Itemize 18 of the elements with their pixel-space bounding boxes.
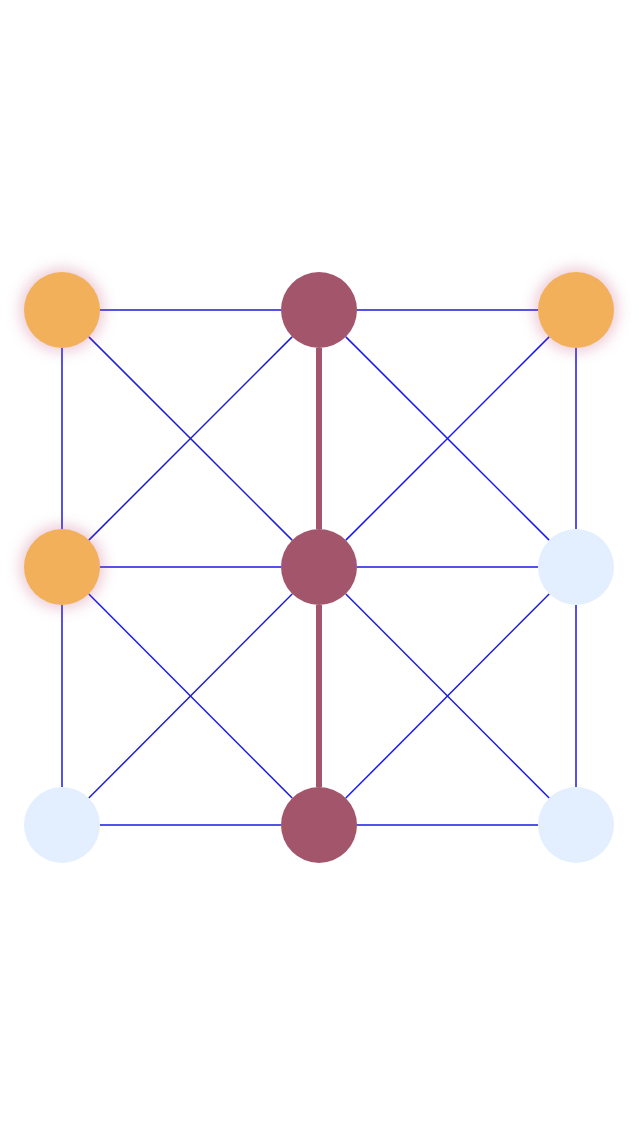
vertical-line [575,604,577,788]
vertical-line [61,347,63,530]
vertical-line [575,347,577,530]
horizontal-line [356,824,539,826]
game-piece [281,787,357,863]
game-piece [281,272,357,348]
horizontal-line [99,566,282,568]
game-piece [281,529,357,605]
vertical-line [61,604,63,788]
horizontal-line [99,309,282,311]
horizontal-line [356,309,539,311]
horizontal-line [356,566,539,568]
highlight-line [316,605,322,787]
game-piece [24,272,100,348]
game-piece [24,529,100,605]
highlight-line [316,348,322,529]
horizontal-line [99,824,282,826]
game-piece [538,272,614,348]
